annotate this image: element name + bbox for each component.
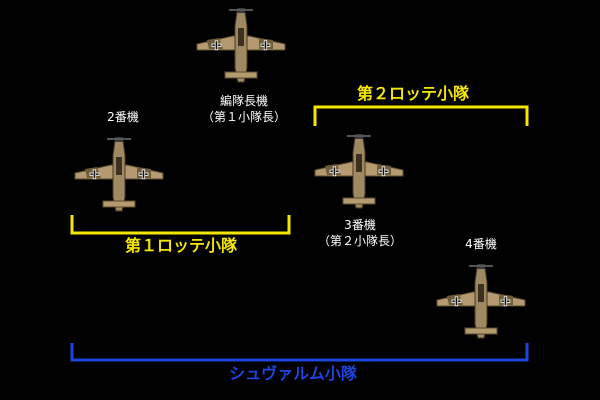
schwarm-bracket <box>70 343 529 362</box>
schwarm-label: シュヴァルム小隊 <box>229 364 357 383</box>
leader-label: 編隊長機 （第１小隊長） <box>202 93 286 125</box>
leader-label-line1: 編隊長機 <box>219 94 269 108</box>
rotte1-label: 第１ロッテ小隊 <box>124 236 238 255</box>
wingman2-label: 2番機 <box>107 109 139 125</box>
wingman2-label-line1: 2番機 <box>107 110 139 124</box>
wingman3-label-line1: 3番機 <box>344 218 376 232</box>
leader-label-line2: （第１小隊長） <box>201 110 287 124</box>
rotte1-bracket <box>70 215 291 235</box>
wingman3-label-line2: （第２小隊長） <box>317 234 403 248</box>
rotte2-bracket <box>313 105 529 126</box>
wingman4-label-line1: 4番機 <box>465 237 497 251</box>
rotte2-label: 第２ロッテ小隊 <box>356 84 470 103</box>
wingman2-aircraft-icon <box>74 136 164 212</box>
wingman3-aircraft-icon <box>314 133 404 209</box>
leader-aircraft-icon <box>196 7 286 83</box>
wingman4-aircraft-icon <box>436 263 526 339</box>
wingman3-label: 3番機 （第２小隊長） <box>318 217 402 249</box>
wingman4-label: 4番機 <box>465 236 497 252</box>
